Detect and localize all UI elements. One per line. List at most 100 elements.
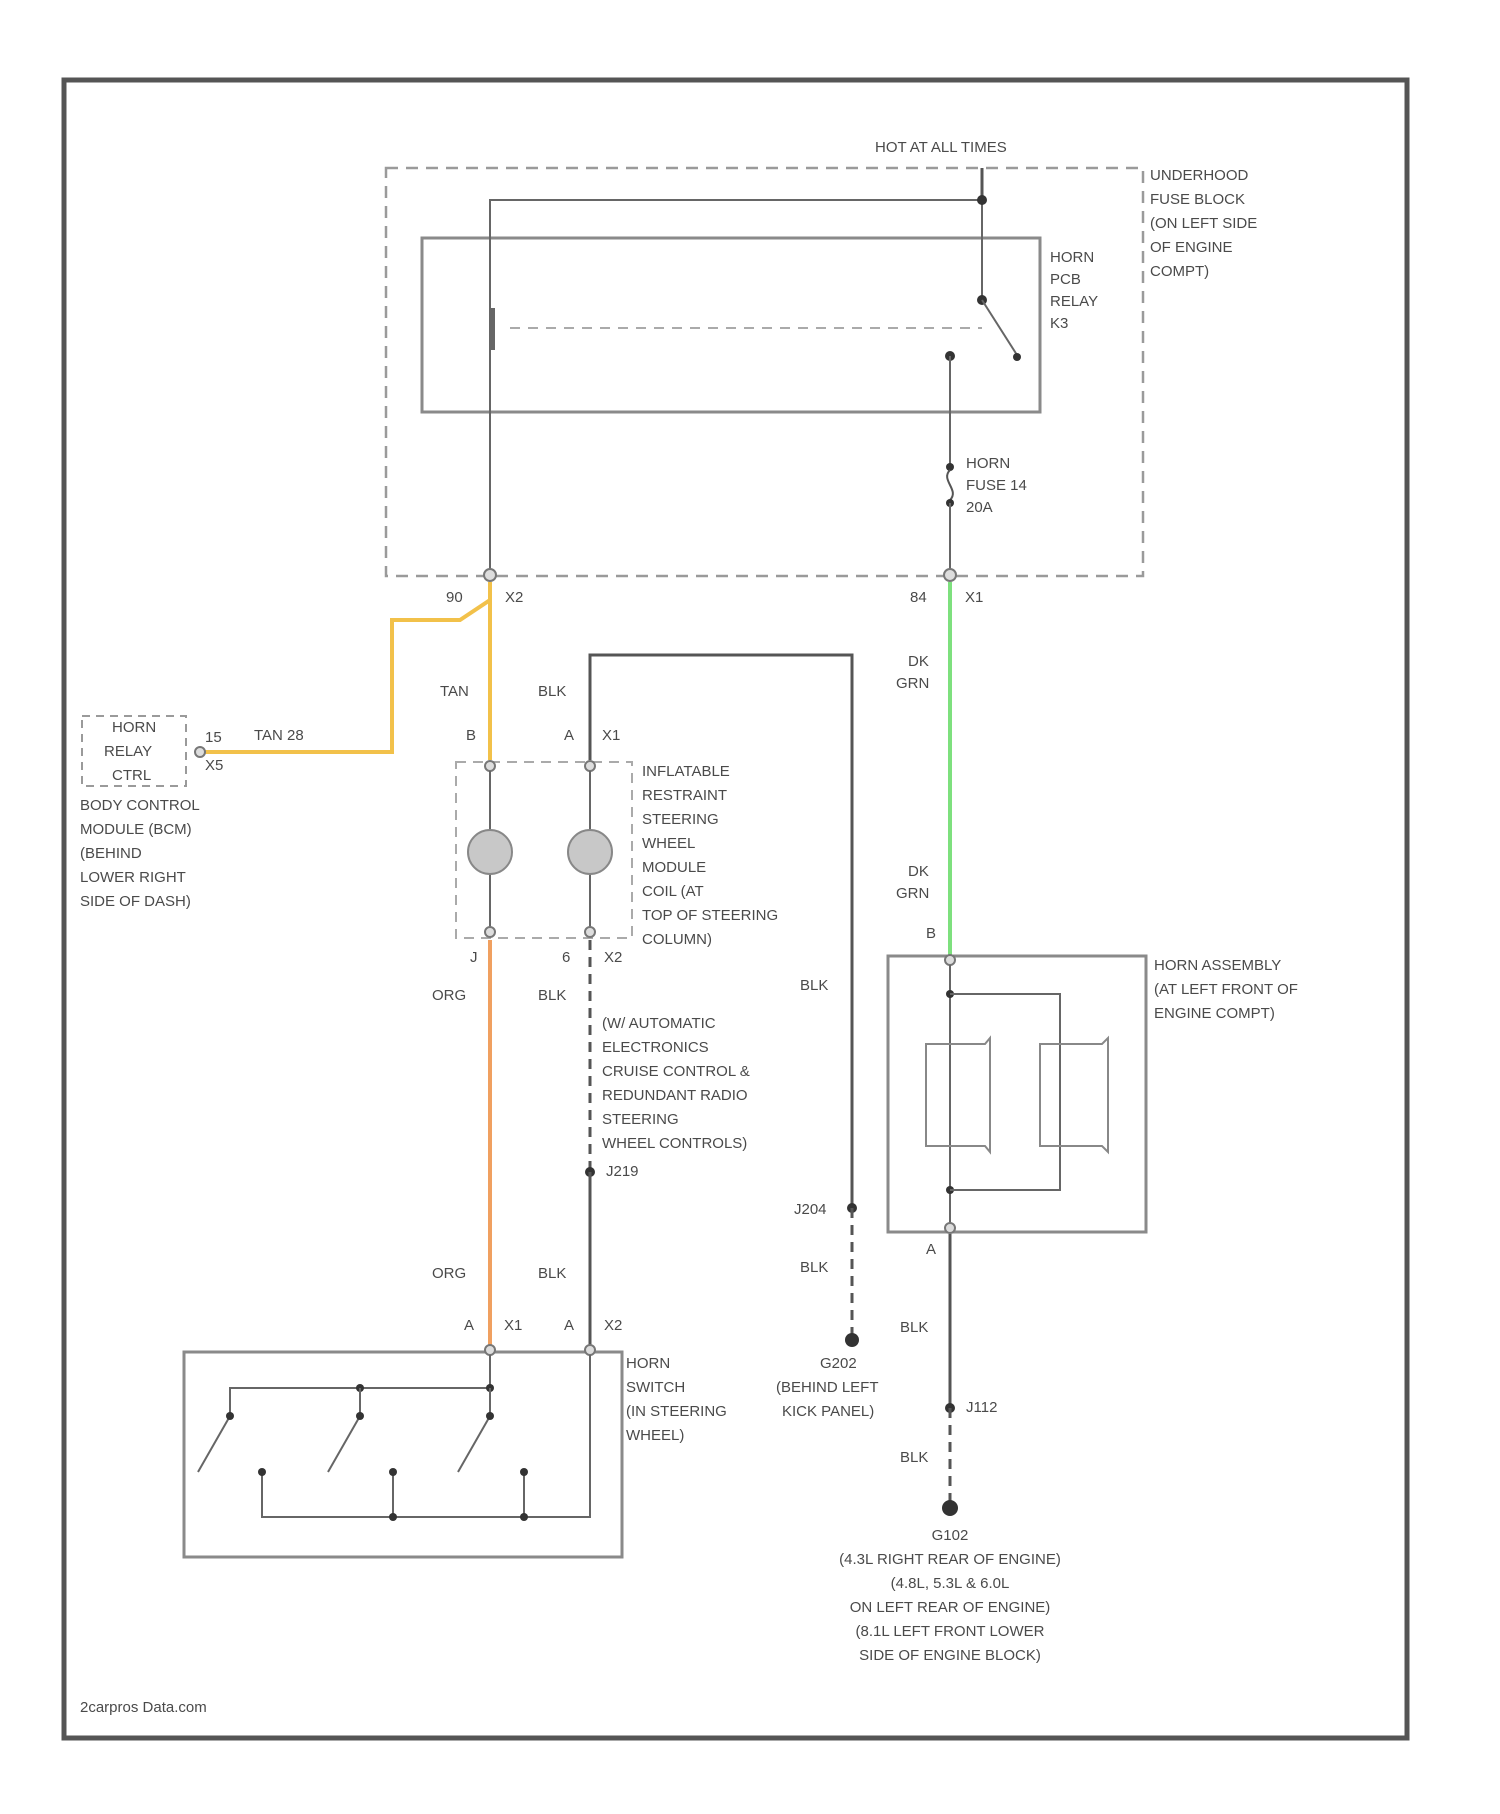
clockspring-icon [468,830,512,874]
g102-label-4: ON LEFT REAR OF ENGINE) [850,1599,1051,1616]
connector-pin-x1 [944,569,956,581]
tan-wire-bcm [200,582,490,752]
g102-label-1: G102 [932,1527,969,1544]
dk-grn-label-1b: GRN [896,675,929,692]
horn-assembly-label-1: HORN ASSEMBLY [1154,957,1281,974]
option-label-1: (W/ AUTOMATIC [602,1015,716,1032]
sir-coil-label-8: COLUMN) [642,931,712,948]
blk-horn-ground-label: BLK [900,1319,928,1336]
bcm-pin [195,747,205,757]
option-label-3: CRUISE CONTROL & [602,1063,750,1080]
relay-coil-feed [490,200,982,575]
g102-label-2: (4.3L RIGHT REAR OF ENGINE) [839,1551,1061,1568]
splice-j219-label: J219 [606,1163,639,1180]
coil-x2-label: X2 [604,949,622,966]
sir-coil-label-1: INFLATABLE [642,763,730,780]
switch-contact-3 [458,1416,490,1472]
fuse-block-label-1: UNDERHOOD [1150,167,1249,184]
horn-relay-box [422,238,1040,412]
dk-grn-label-1a: DK [908,653,929,670]
blk-bottom-label: BLK [900,1449,928,1466]
coil-pin-6-label: 6 [562,949,570,966]
blk-wire-label: BLK [538,683,566,700]
horn-fuse-label-1: HORN [966,455,1010,472]
clockspring-icon [568,830,612,874]
contact-dot [258,1468,266,1476]
horn-pin-b-label: B [926,925,936,942]
pin-x2-label: X2 [505,589,523,606]
coil-pin-b [485,761,495,771]
switch-contact-2 [328,1416,360,1472]
underhood-fuse-block-outline [386,168,1143,576]
option-label-6: WHEEL CONTROLS) [602,1135,747,1152]
horn-pin-a [945,1223,955,1233]
blk-ground-label: BLK [800,1259,828,1276]
horn-switch-label-1: HORN [626,1355,670,1372]
splice-j204-label: J204 [794,1201,827,1218]
switch-pin-a2-label: A [564,1317,574,1334]
horn-speaker-icon [1040,1038,1108,1152]
g102-label-5: (8.1L LEFT FRONT LOWER [856,1623,1045,1640]
horn-parallel-wire [950,994,1060,1190]
fuse-block-label-2: FUSE BLOCK [1150,191,1245,208]
horn-switch-label-2: SWITCH [626,1379,685,1396]
bcm-label-5: SIDE OF DASH) [80,893,191,910]
org-wire-label-1: ORG [432,987,466,1004]
switch-contact-1 [198,1416,230,1472]
bcm-relay-label-2: RELAY [104,743,152,760]
horn-pin-a-label: A [926,1241,936,1258]
bcm-pin-number: 15 [205,729,222,746]
switch-pin-a-x2 [585,1345,595,1355]
horn-relay-label-1: HORN [1050,249,1094,266]
relay-contact [1013,353,1021,361]
contact-dot [356,1412,364,1420]
switch-pin-a-x1 [485,1345,495,1355]
sir-coil-label-5: MODULE [642,859,706,876]
switch-splice [389,1513,397,1521]
blk-wire-label-right: BLK [800,977,828,994]
horn-relay-label-2: PCB [1050,271,1081,288]
bcm-label-3: (BEHIND [80,845,142,862]
fuse-block-label-5: COMPT) [1150,263,1209,280]
bcm-relay-label-3: CTRL [112,767,151,784]
option-label-4: REDUNDANT RADIO [602,1087,748,1104]
bcm-label-2: MODULE (BCM) [80,821,192,838]
horn-assembly-label-2: (AT LEFT FRONT OF [1154,981,1298,998]
sir-coil-label-4: WHEEL [642,835,695,852]
bcm-relay-label-1: HORN [112,719,156,736]
g102-label-6: SIDE OF ENGINE BLOCK) [859,1647,1041,1664]
g102-label-3: (4.8L, 5.3L & 6.0L [891,1575,1010,1592]
option-label-2: ELECTRONICS [602,1039,709,1056]
fuse-terminal [946,463,954,471]
horn-speaker-icon [926,1038,990,1152]
sir-coil-label-2: RESTRAINT [642,787,727,804]
coil-x1-label: X1 [602,727,620,744]
pin-x1-number: 84 [910,589,927,606]
switch-pin-a1-label: A [464,1317,474,1334]
contact-dot [226,1412,234,1420]
coil-pin-j [485,927,495,937]
g202-label-1: G202 [820,1355,857,1372]
fuse-block-label-4: OF ENGINE [1150,239,1233,256]
bcm-label-1: BODY CONTROL [80,797,200,814]
horn-relay-label-4: K3 [1050,315,1068,332]
bcm-connector: X5 [205,757,223,774]
sir-coil-label-3: STEERING [642,811,719,828]
switch-common-wire [262,1355,590,1517]
coil-pin-j-label: J [470,949,478,966]
coil-pin-b-label: B [466,727,476,744]
fuse-icon [947,470,953,500]
coil-pin-a [585,761,595,771]
org-wire-label-2: ORG [432,1265,466,1282]
coil-pin-a-label: A [564,727,574,744]
bcm-wire-label: TAN 28 [254,727,304,744]
horn-switch-label-3: (IN STEERING [626,1403,727,1420]
switch-x2-label: X2 [604,1317,622,1334]
blk-wire-label-mid: BLK [538,987,566,1004]
horn-switch-label-4: WHEEL) [626,1427,684,1444]
splice-dot [977,195,987,205]
blk-switch-wire-label: BLK [538,1265,566,1282]
g202-label-2: (BEHIND LEFT [776,1379,879,1396]
sir-coil-label-6: COIL (AT [642,883,704,900]
